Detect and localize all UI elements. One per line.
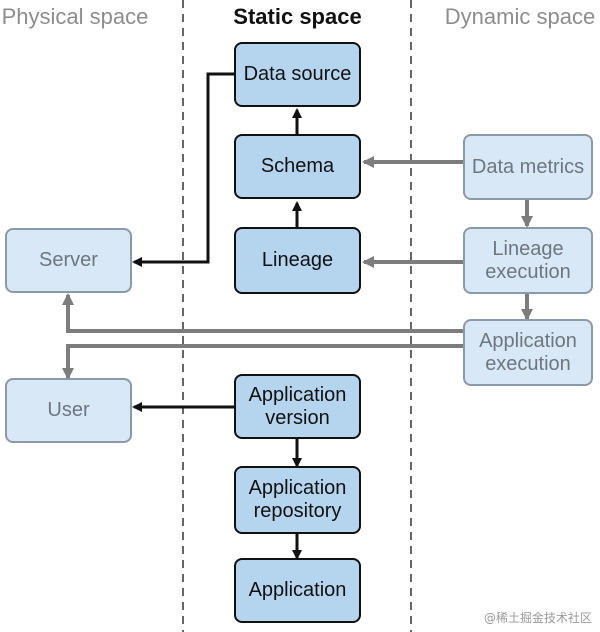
node-user: User: [5, 378, 132, 443]
column-title-physical: Physical space: [1, 4, 149, 29]
node-server: Server: [5, 228, 132, 293]
node-application-version: Application version: [234, 374, 361, 439]
node-schema: Schema: [234, 134, 361, 199]
arrow-appexec-to-server: [62, 293, 463, 333]
node-data-metrics: Data metrics: [463, 134, 593, 200]
arrow-datasource-to-server: [132, 72, 234, 267]
node-application-execution: Application execution: [463, 319, 593, 386]
node-lineage: Lineage: [234, 227, 361, 294]
node-application: Application: [234, 558, 361, 623]
node-lineage-execution: Lineage execution: [463, 227, 593, 294]
arrow-appexec-to-user: [62, 344, 463, 380]
column-title-static: Static space: [233, 4, 362, 29]
column-title-dynamic: Dynamic space: [444, 4, 596, 29]
watermark: @稀土掘金技术社区: [483, 611, 592, 625]
node-application-repository: Application repository: [234, 466, 361, 534]
node-data-source: Data source: [234, 42, 361, 107]
